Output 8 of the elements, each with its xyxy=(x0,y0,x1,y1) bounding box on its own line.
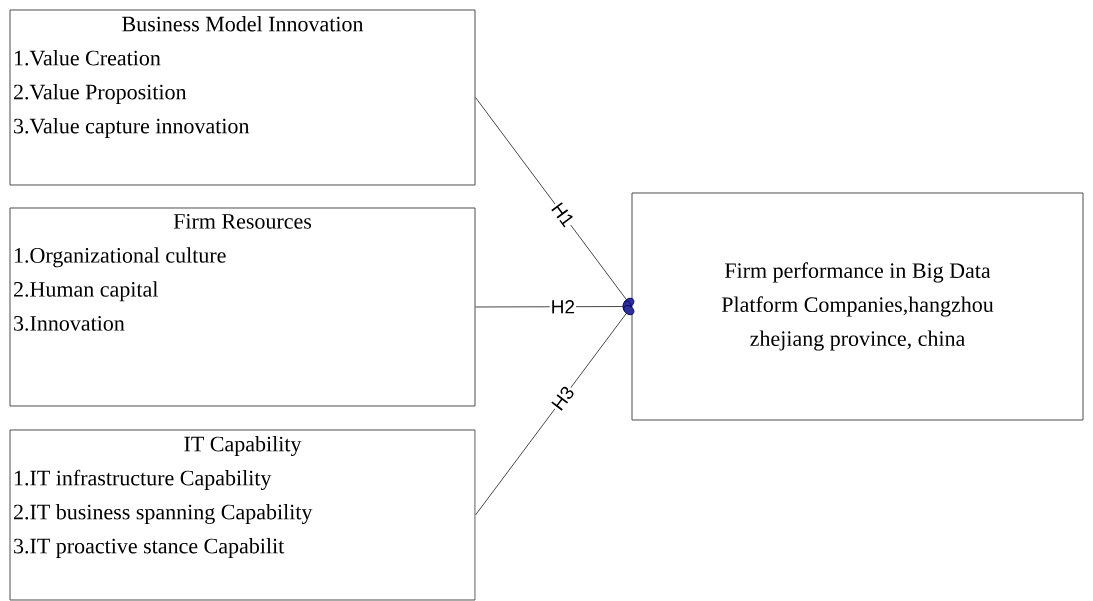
edge-label: H3 xyxy=(548,383,577,414)
edge-label: H1 xyxy=(548,199,577,230)
concept-box: Firm performance in Big Data Platform Companies,hangzhou zhejiang province, china xyxy=(631,192,1084,421)
concept-box: Business Model Innovation 1.Value Creation 2.Value Proposition 3.Value capture innovation xyxy=(9,9,476,186)
edge-label: H2 xyxy=(549,299,577,315)
concept-box: IT Capability 1.IT infrastructure Capability 2.IT business spanning Capability 3.IT proactive stance Capabilit xyxy=(9,429,476,601)
connector xyxy=(475,305,635,516)
concept-box: Firm Resources 1.Organizational culture 2.Human capital 3.Innovation xyxy=(9,207,476,407)
